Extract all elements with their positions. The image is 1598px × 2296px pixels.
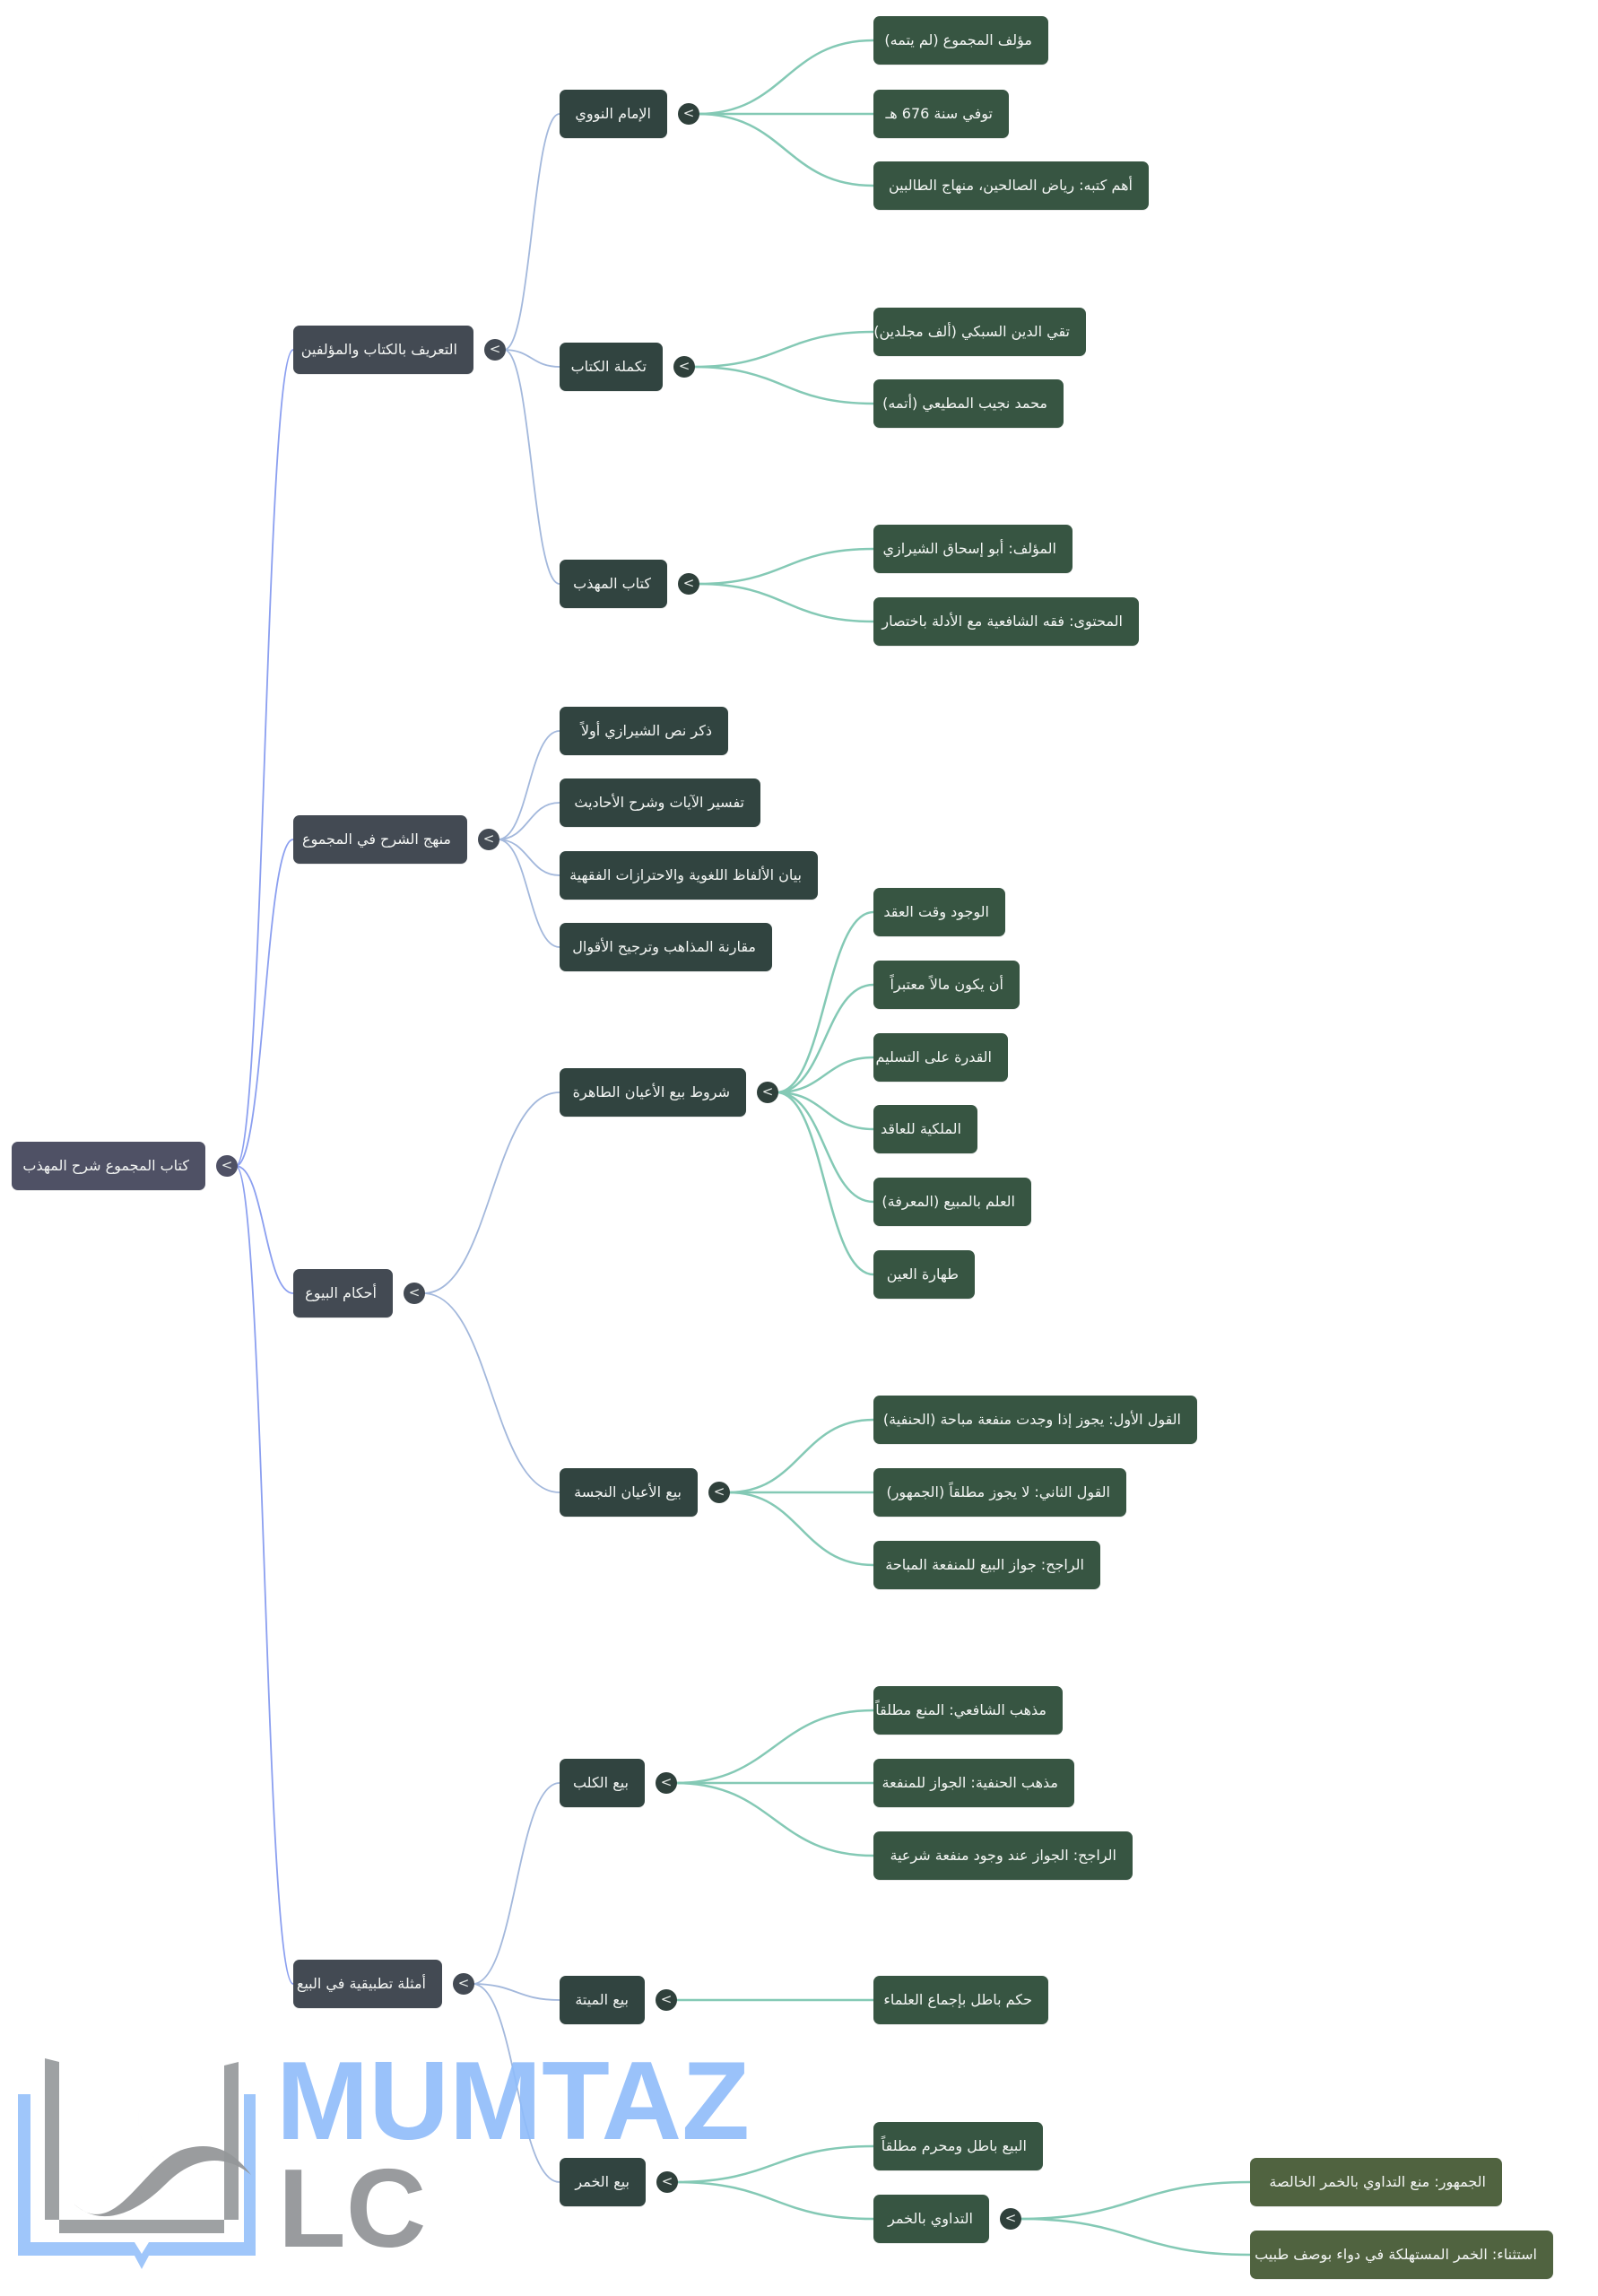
mindmap-node-level-3[interactable]: المحتوى: فقه الشافعية مع الأدلة باختصار bbox=[873, 597, 1139, 646]
mindmap-node-level-3[interactable]: حكم باطل بإجماع العلماء bbox=[873, 1976, 1048, 2024]
collapse-toggle-icon[interactable]: < bbox=[404, 1283, 425, 1304]
connector-line bbox=[1019, 2217, 1251, 2257]
mindmap-node-level-3[interactable]: الراجح: جواز البيع للمنفعة المباحة bbox=[873, 1541, 1100, 1589]
connector-line bbox=[776, 1091, 874, 1204]
mindmap-node-level-3[interactable]: التداوي بالخمر bbox=[873, 2195, 989, 2243]
connector-line bbox=[422, 1091, 560, 1294]
connector-line bbox=[776, 910, 874, 1094]
mindmap-node-level-3[interactable]: المؤلف: أبو إسحاق الشيرازي bbox=[873, 525, 1073, 573]
connector-line bbox=[692, 330, 874, 369]
connector-line bbox=[503, 113, 560, 351]
mindmap-node-level-4[interactable]: استثناء: الخمر المستهلكة في دواء بوصف طب… bbox=[1250, 2231, 1553, 2279]
mindmap-node-level-2[interactable]: مقارنة المذاهب وترجيح الأقوال bbox=[560, 923, 772, 971]
mindmap-node-level-2[interactable]: شروط بيع الأعيان الطاهرة bbox=[560, 1068, 746, 1117]
connector-line bbox=[1019, 2180, 1251, 2221]
mindmap-node-level-1[interactable]: أحكام البيوع bbox=[293, 1269, 393, 1318]
collapse-toggle-icon[interactable]: < bbox=[1000, 2208, 1021, 2230]
collapse-toggle-icon[interactable]: < bbox=[484, 339, 506, 361]
mindmap-node-level-4[interactable]: الجمهور: منع التداوي بالخمر الخالصة bbox=[1250, 2158, 1502, 2206]
connector-line bbox=[776, 1091, 874, 1131]
mindmap-node-level-3[interactable]: طهارة العين bbox=[873, 1250, 975, 1299]
mindmap-node-level-3[interactable]: مذهب الحنفية: الجواز للمنفعة bbox=[873, 1759, 1074, 1807]
collapse-toggle-icon[interactable]: < bbox=[656, 2171, 678, 2193]
connector-line bbox=[697, 582, 874, 623]
connector-line bbox=[727, 1418, 874, 1494]
collapse-toggle-icon[interactable]: < bbox=[656, 1772, 677, 1794]
mindmap-node-level-3[interactable]: مؤلف المجموع (لم يتمه) bbox=[873, 16, 1048, 65]
mindmap-node-level-2[interactable]: بيع الميتة bbox=[560, 1976, 645, 2024]
mindmap-node-level-3[interactable]: محمد نجيب المطيعي (أتمه) bbox=[873, 379, 1064, 428]
connector-line bbox=[776, 1091, 874, 1276]
connector-line bbox=[675, 2144, 874, 2184]
mindmap-node-level-3[interactable]: البيع باطل ومحرم مطلقاً bbox=[873, 2122, 1043, 2170]
mindmap-node-level-2[interactable]: كتاب المهذب bbox=[560, 560, 667, 608]
connector-line bbox=[497, 730, 560, 840]
mindmap-node-level-3[interactable]: تقي الدين السبكي (ألف مجلدين) bbox=[873, 308, 1086, 356]
connector-line bbox=[776, 983, 874, 1094]
mindmap-node-level-3[interactable]: القدرة على التسليم bbox=[873, 1033, 1008, 1082]
mindmap-node-level-1[interactable]: التعريف بالكتاب والمؤلفين bbox=[293, 326, 473, 374]
collapse-toggle-icon[interactable]: < bbox=[678, 103, 699, 125]
connector-line bbox=[503, 349, 560, 368]
mindmap-node-level-2[interactable]: تفسير الآيات وشرح الأحاديث bbox=[560, 778, 760, 827]
connector-line bbox=[692, 365, 874, 405]
connector-line bbox=[675, 2180, 874, 2221]
collapse-toggle-icon[interactable]: < bbox=[656, 1989, 677, 2011]
connector-line bbox=[503, 349, 560, 585]
connector-line bbox=[497, 802, 560, 840]
connector-line bbox=[235, 349, 294, 1167]
collapse-toggle-icon[interactable]: < bbox=[478, 829, 499, 850]
collapse-toggle-icon[interactable]: < bbox=[708, 1482, 730, 1503]
connector-line bbox=[697, 547, 874, 586]
connector-line bbox=[497, 839, 560, 948]
mindmap-node-level-1[interactable]: منهج الشرح في المجموع bbox=[293, 815, 467, 864]
connector-line bbox=[674, 1781, 874, 1857]
mindmap-node-level-3[interactable]: أن يكون مالاً معتبراً bbox=[873, 961, 1020, 1009]
mindmap-node-level-3[interactable]: الراجح: الجواز عند وجود منفعة شرعية bbox=[873, 1831, 1133, 1880]
mindmap-node-level-2[interactable]: بيع الكلب bbox=[560, 1759, 645, 1807]
mindmap-node-level-3[interactable]: القول الأول: يجوز إذا وجدت منفعة مباحة (… bbox=[873, 1396, 1197, 1444]
mindmap-node-level-2[interactable]: بيع الخمر bbox=[560, 2158, 646, 2206]
collapse-toggle-icon[interactable]: < bbox=[678, 573, 699, 595]
connector-line bbox=[472, 1983, 560, 2183]
connector-line bbox=[472, 1983, 560, 2001]
connector-line bbox=[697, 112, 874, 187]
connector-line bbox=[235, 1165, 294, 1294]
connector-line bbox=[697, 39, 874, 116]
mindmap-node-level-3[interactable]: الوجود وقت العقد bbox=[873, 888, 1005, 936]
mindmap-node-level-2[interactable]: الإمام النووي bbox=[560, 90, 667, 138]
collapse-toggle-icon[interactable]: < bbox=[453, 1973, 474, 1995]
mindmap-node-level-2[interactable]: تكملة الكتاب bbox=[560, 343, 663, 391]
connector-line bbox=[235, 1165, 294, 1985]
collapse-toggle-icon[interactable]: < bbox=[757, 1082, 778, 1103]
mindmap-node-level-2[interactable]: بيع الأعيان النجسة bbox=[560, 1468, 698, 1517]
collapse-toggle-icon[interactable]: < bbox=[673, 356, 695, 378]
connector-line bbox=[422, 1292, 560, 1493]
mindmap-root-node[interactable]: كتاب المجموع شرح المهذب bbox=[12, 1142, 205, 1190]
mindmap-node-level-2[interactable]: ذكر نص الشيرازي أولاً bbox=[560, 707, 728, 755]
mindmap-node-level-3[interactable]: توفي سنة 676 هـ bbox=[873, 90, 1009, 138]
mindmap-node-level-2[interactable]: بيان الألفاظ اللغوية والاحترازات الفقهية bbox=[560, 851, 818, 900]
connector-line bbox=[235, 839, 294, 1167]
mindmap-node-level-3[interactable]: أهم كتبه: رياض الصالحين، منهاج الطالبين bbox=[873, 161, 1149, 210]
connector-line bbox=[776, 1056, 874, 1094]
mindmap-node-level-1[interactable]: أمثلة تطبيقية في البيع bbox=[293, 1960, 442, 2008]
mindmap-node-level-3[interactable]: الملكية للعاقد bbox=[873, 1105, 977, 1153]
connector-line bbox=[674, 1709, 874, 1785]
connector-line bbox=[472, 1782, 560, 1985]
mindmap-node-level-3[interactable]: العلم بالمبيع (المعرفة) bbox=[873, 1178, 1031, 1226]
mindmap-node-level-3[interactable]: مذهب الشافعي: المنع مطلقاً bbox=[873, 1686, 1063, 1735]
connector-line bbox=[727, 1491, 874, 1567]
connector-line bbox=[497, 839, 560, 876]
mindmap-node-level-3[interactable]: القول الثاني: لا يجوز مطلقاً (الجمهور) bbox=[873, 1468, 1126, 1517]
collapse-toggle-icon[interactable]: < bbox=[216, 1155, 238, 1177]
